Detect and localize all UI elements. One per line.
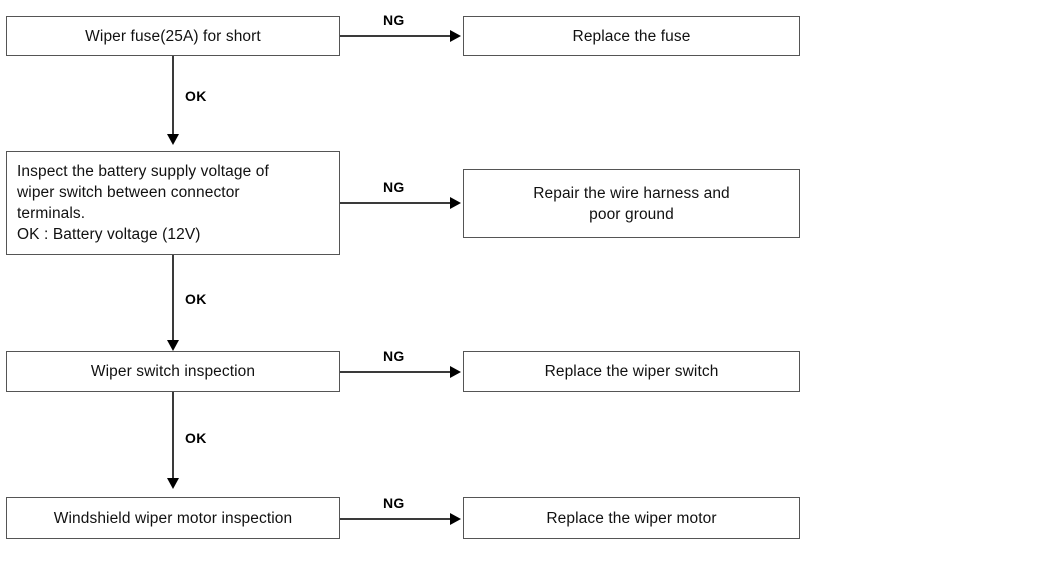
check-node-label: Wiper switch inspection [90, 363, 256, 380]
ok-connector-line-2 [172, 255, 174, 342]
result-node-label: Repair the wire harness and poor ground [533, 184, 730, 223]
result-node-replace-switch: Replace the wiper switch [463, 351, 800, 392]
ng-connector-line-4 [340, 518, 452, 520]
result-node-repair-harness: Repair the wire harness and poor ground [463, 169, 800, 238]
ng-edge-label-1: NG [383, 12, 405, 28]
result-node-label: Replace the wiper switch [544, 363, 719, 380]
ng-connector-line-1 [340, 35, 452, 37]
ok-arrowhead-3 [167, 478, 179, 489]
check-node-label: Wiper fuse(25A) for short [85, 27, 261, 45]
result-node-replace-motor: Replace the wiper motor [463, 497, 800, 539]
ok-edge-label-2: OK [185, 291, 207, 307]
ng-arrowhead-2 [450, 197, 461, 209]
ng-connector-line-2 [340, 202, 452, 204]
ng-arrowhead-1 [450, 30, 461, 42]
ok-edge-label-3: OK [185, 430, 207, 446]
check-node-label: Inspect the battery supply voltage of wi… [17, 163, 269, 243]
ok-arrowhead-2 [167, 340, 179, 351]
check-node-wiper-switch: Wiper switch inspection [6, 351, 340, 392]
result-node-label: Replace the wiper motor [546, 509, 717, 527]
ng-edge-label-2: NG [383, 179, 405, 195]
result-node-replace-fuse: Replace the fuse [463, 16, 800, 56]
ng-edge-label-4: NG [383, 495, 405, 511]
ng-edge-label-3: NG [383, 348, 405, 364]
check-node-wiper-motor: Windshield wiper motor inspection [6, 497, 340, 539]
check-node-wiper-fuse: Wiper fuse(25A) for short [6, 16, 340, 56]
ok-arrowhead-1 [167, 134, 179, 145]
ok-connector-line-1 [172, 56, 174, 136]
ng-arrowhead-4 [450, 513, 461, 525]
ok-connector-line-3 [172, 392, 174, 480]
ng-connector-line-3 [340, 371, 452, 373]
result-node-label: Replace the fuse [572, 27, 691, 45]
check-node-label: Windshield wiper motor inspection [53, 509, 293, 527]
ok-edge-label-1: OK [185, 88, 207, 104]
check-node-battery-voltage: Inspect the battery supply voltage of wi… [6, 151, 340, 255]
ng-arrowhead-3 [450, 366, 461, 378]
